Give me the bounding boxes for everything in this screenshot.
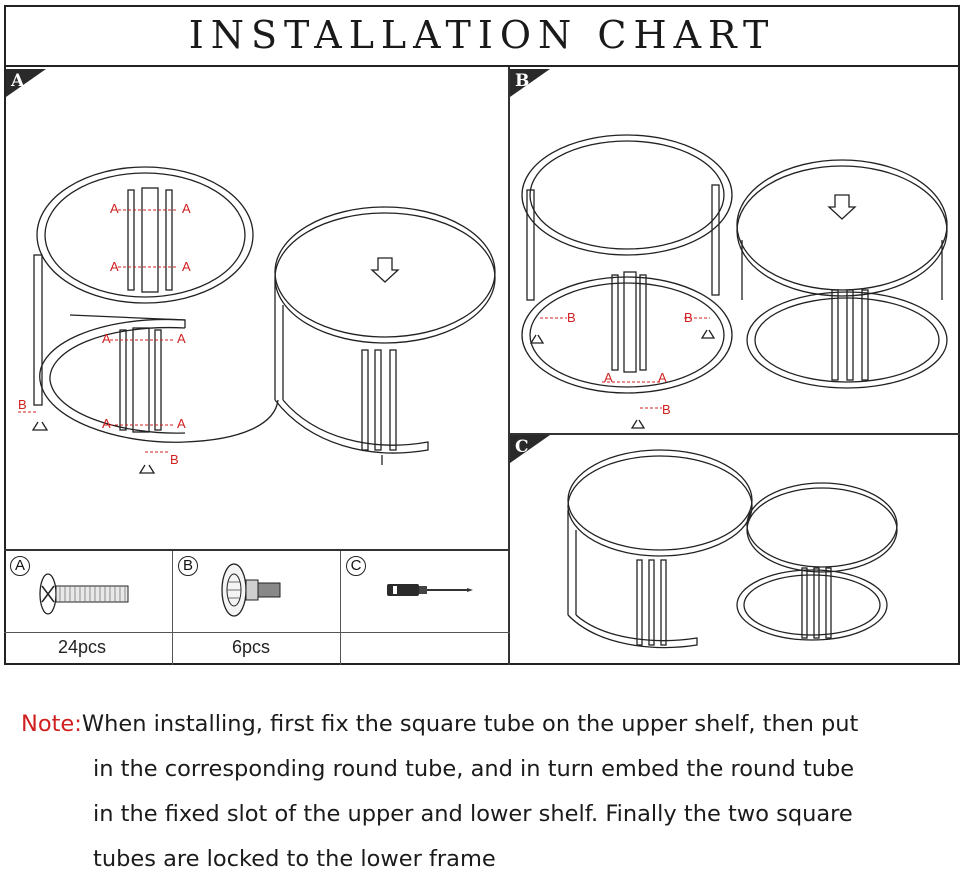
panel-a-illustration: A A A A A A A A B B <box>18 166 496 474</box>
callout-b-5: B <box>662 402 671 417</box>
foot-pad-icon <box>221 563 281 617</box>
divider-qty <box>4 632 510 633</box>
callout-a-9: A <box>604 370 613 385</box>
divider-parts <box>4 549 510 551</box>
part-a-qty: 24pcs <box>58 637 107 657</box>
callout-b-2: B <box>170 452 179 467</box>
note-label: Note: <box>21 711 82 737</box>
chart-frame <box>4 5 960 665</box>
chart-title-bar: INSTALLATION CHART <box>4 5 960 67</box>
installation-note: Note:When installing, first fix the squa… <box>21 702 951 882</box>
note-line-4: tubes are locked to the lower frame <box>93 846 496 872</box>
note-line-2: in the corresponding round tube, and in … <box>93 756 855 782</box>
callout-a-10: A <box>658 370 667 385</box>
divider-b-c <box>508 433 960 435</box>
screw-icon <box>39 573 129 615</box>
panel-b-illustration: B B A A B <box>521 134 948 429</box>
divider-part-2 <box>340 551 341 665</box>
callout-a-6: A <box>177 331 186 346</box>
part-b-qty: 6pcs <box>232 637 271 657</box>
note-line-3: in the fixed slot of the upper and lower… <box>93 801 853 827</box>
note-line-1: Note:When installing, first fix the squa… <box>21 711 859 737</box>
callout-a-4: A <box>182 259 191 274</box>
callout-b-1: B <box>18 397 27 412</box>
callout-b-3: B <box>567 310 576 325</box>
callout-a-7: A <box>102 416 111 431</box>
divider-vertical <box>508 67 510 665</box>
part-b-mark: B <box>178 556 198 576</box>
part-c-mark: C <box>346 556 366 576</box>
part-a-mark: A <box>10 556 30 576</box>
chart-title: INSTALLATION CHART <box>188 13 776 57</box>
callout-a-3: A <box>110 259 119 274</box>
screwdriver-icon <box>387 584 473 596</box>
panel-c-illustration <box>567 449 898 649</box>
callout-a-8: A <box>177 416 186 431</box>
divider-part-1 <box>172 551 173 665</box>
callout-a-2: A <box>182 201 191 216</box>
callout-b-4: B <box>684 310 693 325</box>
callout-a-5: A <box>102 331 111 346</box>
callout-a-1: A <box>110 201 119 216</box>
